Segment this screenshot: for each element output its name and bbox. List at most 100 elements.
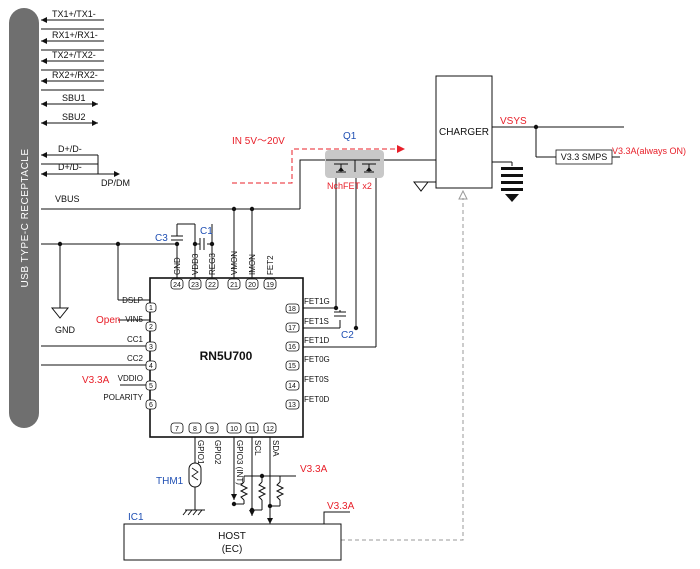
pin-number: 11 [248,426,255,433]
usb-type-c-receptacle: USB TYPE-C RECEPTACLE [9,8,39,428]
pull-up-resistors: V3.3A [239,464,328,501]
pin-name: FET0D [304,395,330,404]
pin-13-fet0d: 13 FET0D [285,395,330,410]
pin-name: SCL [253,440,262,456]
fet-body-diode [338,167,344,171]
pin-number: 19 [266,282,274,289]
smps-block: V3.3 SMPS V3.3A(always ON) [555,146,686,165]
pin-22-reg3: 22 REG3 [205,253,219,290]
pin-name: CC1 [127,335,144,344]
pin-number: 6 [149,402,153,409]
host-box [123,523,342,561]
pin-1-dslp: 1 DSLP [122,296,157,313]
control-path [341,189,468,541]
gnd-symbol-left [50,307,70,319]
thermistor-thm1: THM1 [156,462,202,488]
charger-box [435,75,493,189]
pin-14-fet0s: 14 FET0S [285,375,329,391]
pin-name: FET0G [304,355,330,364]
pull-up-arrows [231,494,273,524]
gnd-symbol-charger [412,181,430,192]
pin-19-fet2: 19 FET2 [263,255,277,290]
q1-label: Q1 [343,131,357,142]
pin-name: SDA [271,440,280,457]
pin-number: 2 [149,324,153,331]
signal-bus-lines [41,19,118,175]
pin-name: GPIO1 [196,440,205,465]
wiring [41,126,624,524]
connector-label: USB TYPE-C RECEPTACLE [20,148,31,287]
gnd-symbol-thm [182,509,205,516]
pin-name: DSLP [122,296,143,305]
pin-name: FET1D [304,336,330,345]
nchfet-label: NchFET x2 [327,181,372,191]
signal-label-tx2: TX2+/TX2- [52,50,96,60]
pin-number: 13 [288,402,296,409]
pin-name: GPIO2 [213,440,222,465]
signal-label-dp-dm: DP/DM [101,178,130,188]
pin-name: IMON [248,254,257,275]
capacitor-c1 [199,238,205,250]
gnd-label: GND [55,325,76,335]
pin-name: VIN5 [125,315,143,324]
pin-9-gpio2: 9 GPIO2 [205,422,222,465]
charger-block: CHARGER VSYS [435,75,527,189]
pin-3-cc1: 3 CC1 [127,335,157,352]
pin-name: VDD3 [191,253,200,275]
pin-21-vmon: 21 VMON [227,251,241,290]
fet-symbol [326,159,380,173]
pin-8-gpio1: 8 GPIO1 [188,422,205,465]
pin-name: VDDIO [118,374,143,383]
input-voltage-arrow: IN 5V～20V [232,136,405,184]
pin-number: 21 [230,282,238,289]
open-label: Open [96,315,120,326]
vddio-supply-label: V3.3A [82,375,110,386]
pin-number: 23 [191,282,199,289]
resistor-sda [275,481,285,501]
pullup-supply-label: V3.3A [300,464,328,475]
pin-number: 22 [208,282,216,289]
pin-24-gnd: 24 GND [170,257,184,290]
pin-4-cc2: 4 CC2 [127,354,157,371]
pin-number: 15 [288,363,296,370]
signal-label-dpdm-2: D+/D- [58,162,82,172]
pin-name: CC2 [127,354,144,363]
pin-16-fet1d: 16 FET1D [285,336,330,352]
input-range-label: IN 5V～20V [232,136,285,147]
pin-15-fet0g: 15 FET0G [285,355,330,371]
pin-number: 16 [288,344,296,351]
pin-number: 1 [149,305,153,312]
ic1-label: IC1 [128,512,144,523]
pin-name: FET1G [304,297,330,306]
pin-number: 4 [149,363,153,370]
resistor-scl [257,481,267,501]
pin-name: POLARITY [103,393,143,402]
q1-nchfet-pair: Q1 NchFET x2 [325,131,384,191]
pin-number: 8 [193,426,197,433]
chip-top-pins: 24 GND 23 VDD3 22 REG3 21 VMON 20 IMON 1… [170,251,277,290]
connector-body [9,8,39,428]
smps-label: V3.3 SMPS [561,152,608,162]
pin-name: FET1S [304,317,329,326]
pin-name: GND [173,257,182,275]
signal-label-sbu2: SBU2 [62,112,86,122]
chip-left-pins: 1 DSLP 2 VIN5 3 CC1 4 CC2 5 VDDIO 6 POLA… [103,296,157,410]
charger-label: CHARGER [439,127,489,138]
signal-label-rx2: RX2+/RX2- [52,70,98,80]
pin-number: 24 [173,282,181,289]
pin-number: 12 [266,426,274,433]
vsys-label: VSYS [500,116,527,127]
pin-number: 14 [288,383,296,390]
thm1-label: THM1 [156,476,184,487]
pin-11-scl: 11 SCL [245,422,262,456]
host-ec-block: HOST (EC) IC1 V3.3A [123,501,355,561]
host-supply-label: V3.3A [327,501,355,512]
pin-name: FET0S [304,375,329,384]
capacitor-c2 [334,311,346,317]
pin-name: FET2 [266,255,275,275]
c1-label: C1 [200,226,213,237]
pin-6-polarity: 6 POLARITY [103,393,157,410]
resistor-gpio3 [239,481,249,501]
chip-name: RN5U700 [200,349,253,363]
